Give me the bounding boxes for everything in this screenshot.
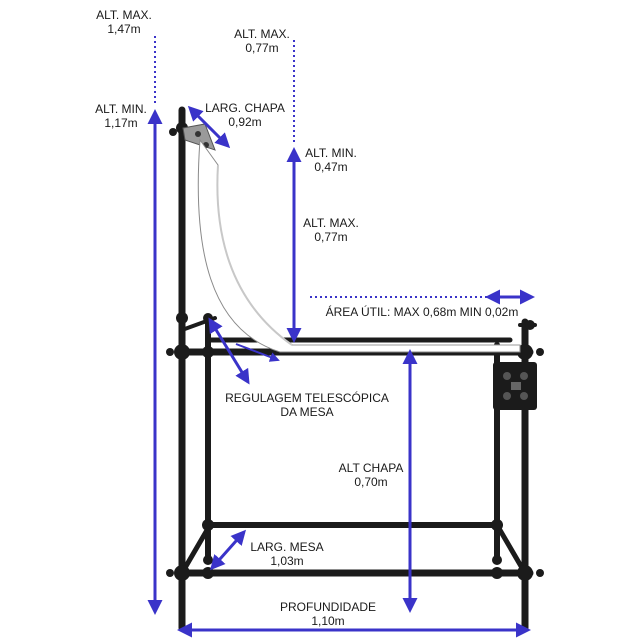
alt-max-sheet-label: ALT. MAX. 0,77m [303, 216, 359, 244]
alt-max-total-label: ALT. MAX. 1,47m [96, 8, 152, 36]
alt-min-back-label: ALT. MIN. 0,47m [305, 146, 357, 174]
alt-chapa-label: ALT CHAPA 0,70m [338, 461, 404, 489]
larg-chapa-arrow [187, 105, 231, 149]
regulagem-arrow-1 [208, 317, 250, 385]
alt-min-total-label: ALT. MIN. 1,17m [95, 102, 147, 130]
profundidade-label: PROFUNDIDADE 1,10m [279, 600, 376, 628]
table-frame [178, 106, 537, 632]
larg-mesa-label: LARG. MESA 1,03m [250, 540, 324, 568]
control-plate [493, 362, 537, 410]
dimension-arrows [147, 36, 535, 638]
regulagem-arrow-2 [235, 343, 280, 362]
white-sheet [197, 138, 521, 353]
regulagem-label: REGULAGEM TELESCÓPICA DA MESA [225, 391, 389, 419]
larg-mesa-arrow [210, 529, 246, 571]
clamps [166, 122, 544, 581]
larg-chapa-label: LARG. CHAPA 0,92m [205, 101, 285, 129]
alt-max-back-label: ALT. MAX. 0,77m [234, 27, 290, 55]
area-util-label: ÁREA ÚTIL: MAX 0,68m MIN 0,02m [325, 305, 519, 319]
